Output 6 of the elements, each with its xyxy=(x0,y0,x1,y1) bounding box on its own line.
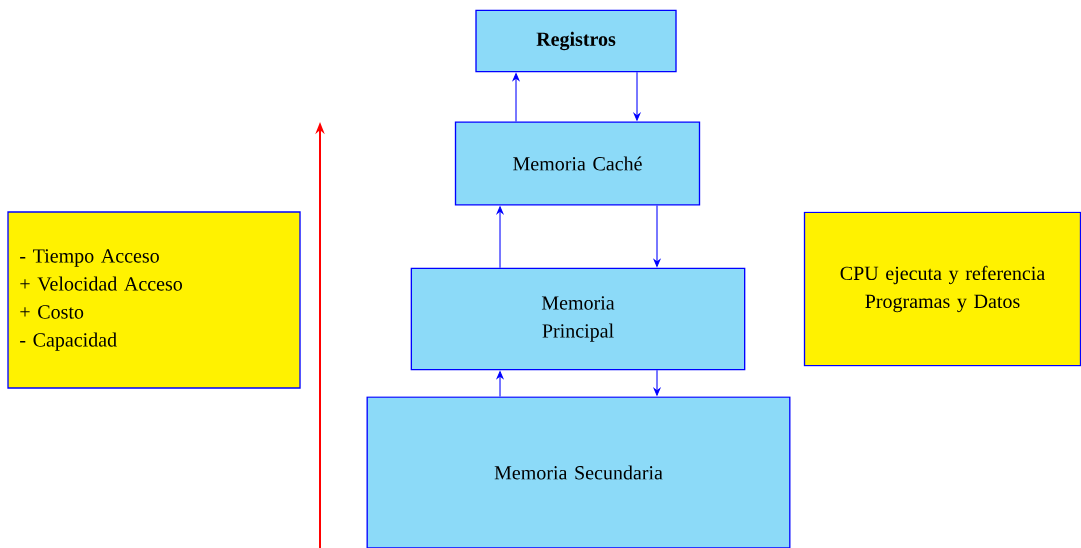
note-box: - Tiempo Acceso + Velocidad Acceso + Costo - Capacidad xyxy=(7,211,301,389)
memory-box: Memoria Principal xyxy=(410,267,746,371)
note-box: CPU ejecuta y referencia Programas y Datos xyxy=(803,211,1081,367)
memory-box: Memoria Caché xyxy=(454,121,701,206)
register-box: Registros xyxy=(475,9,677,73)
memory-box: Memoria Secundaria xyxy=(366,396,791,548)
